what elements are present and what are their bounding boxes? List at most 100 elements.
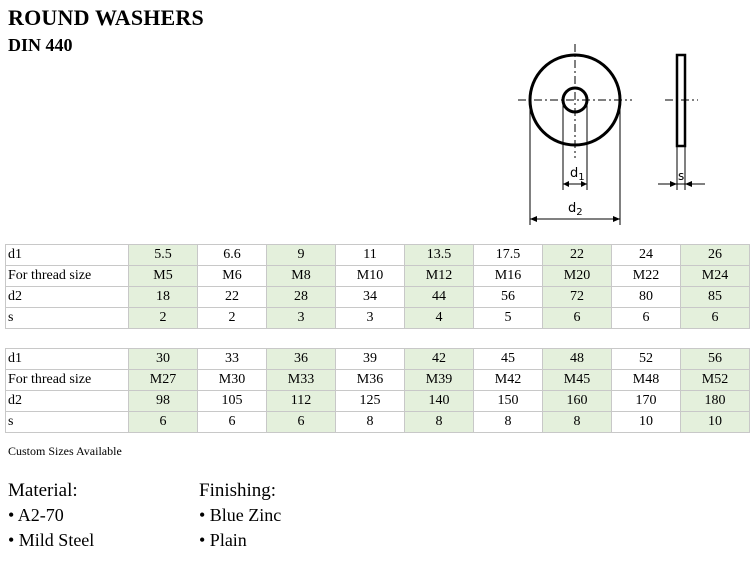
table-cell: 26 xyxy=(680,244,750,266)
table-cell: M10 xyxy=(335,265,405,287)
table-cell: 44 xyxy=(404,286,474,308)
table-cell: 13.5 xyxy=(404,244,474,266)
finishing-heading: Finishing: xyxy=(199,480,277,501)
table-cell: 8 xyxy=(404,411,474,433)
table-cell: 9 xyxy=(266,244,336,266)
table-cell: 72 xyxy=(542,286,612,308)
table-cell: M8 xyxy=(266,265,336,287)
row-label: For thread size xyxy=(5,369,129,391)
table-cell: 34 xyxy=(335,286,405,308)
table-cell: M36 xyxy=(335,369,405,391)
table-cell: 125 xyxy=(335,390,405,412)
finishing-item: • Plain xyxy=(199,530,247,550)
table-cell: 80 xyxy=(611,286,681,308)
table-cell: 8 xyxy=(473,411,543,433)
washer-drawing: d1 d2 s xyxy=(518,44,705,225)
table-cell: 6 xyxy=(266,411,336,433)
finishing-section: Finishing: • Blue Zinc • Plain xyxy=(199,478,281,553)
table-cell: M30 xyxy=(197,369,267,391)
table-cell: 18 xyxy=(128,286,198,308)
table-cell: M52 xyxy=(680,369,750,391)
row-label: d2 xyxy=(5,390,129,412)
table-cell: 11 xyxy=(335,244,405,266)
table-cell: 160 xyxy=(542,390,612,412)
table-cell: 3 xyxy=(266,307,336,329)
table-cell: 24 xyxy=(611,244,681,266)
table-cell: 105 xyxy=(197,390,267,412)
table-cell: 33 xyxy=(197,348,267,370)
table-cell: 52 xyxy=(611,348,681,370)
material-heading: Material: xyxy=(8,480,78,501)
table-cell: M33 xyxy=(266,369,336,391)
table-cell: M6 xyxy=(197,265,267,287)
table-cell: 180 xyxy=(680,390,750,412)
table-cell: 28 xyxy=(266,286,336,308)
row-label: For thread size xyxy=(5,265,129,287)
row-label: d2 xyxy=(5,286,129,308)
material-section: Material: • A2-70 • Mild Steel xyxy=(8,478,94,553)
s-dimension-label: s xyxy=(678,169,684,183)
material-item: • Mild Steel xyxy=(8,530,95,550)
table-cell: M5 xyxy=(128,265,198,287)
d1-dimension-label: d1 xyxy=(570,166,585,183)
d2-dimension-label: d2 xyxy=(568,201,583,218)
table-cell: 85 xyxy=(680,286,750,308)
table-cell: 42 xyxy=(404,348,474,370)
table-cell: M24 xyxy=(680,265,750,287)
row-label: s xyxy=(5,411,129,433)
table-cell: 45 xyxy=(473,348,543,370)
table-cell: 5.5 xyxy=(128,244,198,266)
d2-subscript: 2 xyxy=(576,207,582,218)
table-cell: 39 xyxy=(335,348,405,370)
table-cell: 8 xyxy=(542,411,612,433)
table-cell: 170 xyxy=(611,390,681,412)
table-cell: 112 xyxy=(266,390,336,412)
table-cell: 30 xyxy=(128,348,198,370)
material-item: • A2-70 xyxy=(8,505,64,525)
table-cell: M27 xyxy=(128,369,198,391)
table-cell: 98 xyxy=(128,390,198,412)
table-cell: M42 xyxy=(473,369,543,391)
table-cell: 3 xyxy=(335,307,405,329)
table-cell: 22 xyxy=(542,244,612,266)
table-cell: 6.6 xyxy=(197,244,267,266)
table-cell: 56 xyxy=(680,348,750,370)
table-cell: M45 xyxy=(542,369,612,391)
page-title: ROUND WASHERS xyxy=(8,5,204,30)
table-cell: 6 xyxy=(680,307,750,329)
table-cell: M12 xyxy=(404,265,474,287)
row-label: d1 xyxy=(5,348,129,370)
d1-subscript: 1 xyxy=(578,172,584,183)
table-cell: 56 xyxy=(473,286,543,308)
table-cell: 6 xyxy=(542,307,612,329)
custom-sizes-note: Custom Sizes Available xyxy=(8,444,122,458)
table-cell: M16 xyxy=(473,265,543,287)
table-cell: 6 xyxy=(197,411,267,433)
table-cell: 10 xyxy=(611,411,681,433)
table-cell: 10 xyxy=(680,411,750,433)
table-cell: M22 xyxy=(611,265,681,287)
table-cell: 36 xyxy=(266,348,336,370)
page-subtitle: DIN 440 xyxy=(8,35,73,55)
table-cell: M48 xyxy=(611,369,681,391)
table-cell: M20 xyxy=(542,265,612,287)
table-cell: 2 xyxy=(197,307,267,329)
table-cell: 140 xyxy=(404,390,474,412)
table-cell: 5 xyxy=(473,307,543,329)
table-cell: 8 xyxy=(335,411,405,433)
table-cell: 4 xyxy=(404,307,474,329)
table-cell: 48 xyxy=(542,348,612,370)
table-cell: M39 xyxy=(404,369,474,391)
table-cell: 6 xyxy=(128,411,198,433)
table-cell: 22 xyxy=(197,286,267,308)
table-cell: 6 xyxy=(611,307,681,329)
